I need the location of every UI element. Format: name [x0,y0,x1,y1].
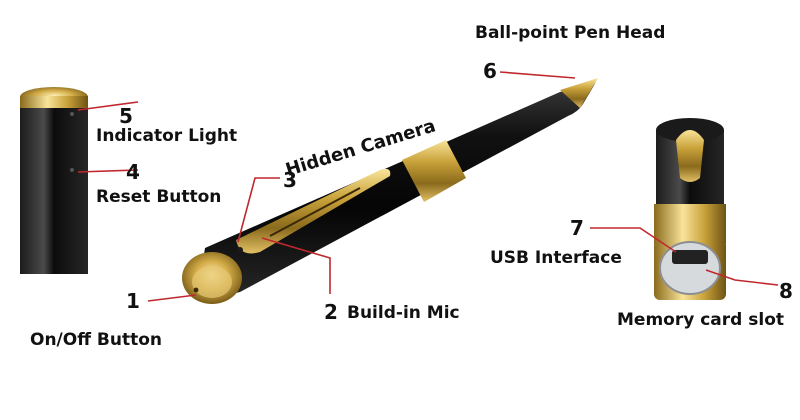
callout-7-label: USB Interface [490,248,622,268]
callout-4-number: 4 [126,160,140,184]
usb-port [672,250,708,264]
leader-3 [237,177,280,243]
callout-5-number: 5 [119,104,133,128]
gold-band [402,140,466,202]
callout-1-number: 1 [126,289,140,313]
barrel-closeup [20,87,88,274]
callout-6-label: Ball-point Pen Head [475,23,666,43]
callout-8-label: Memory card slot [617,310,784,330]
leader-6 [499,71,576,79]
leader-1 [147,294,197,302]
callout-6-number: 6 [483,59,497,83]
camera-lens [237,247,243,253]
callout-7-number: 7 [570,216,584,240]
callout-8-number: 8 [779,279,793,303]
callout-3-number: 3 [283,168,297,192]
leader-2 [261,237,331,294]
reset-button-dot [70,168,74,172]
pen-tip [560,78,598,108]
leader-5 [77,101,139,111]
indicator-light-dot [70,112,74,116]
leader-lines [77,71,779,302]
leader-7 [590,227,677,253]
leader-8 [705,269,779,286]
callout-2-number: 2 [324,300,338,324]
callout-4-label: Reset Button [96,187,222,207]
pen-body [182,78,598,304]
pen-clip [236,168,391,254]
callout-1-label: On/Off Button [30,330,162,350]
callout-2-label: Build-in Mic [347,303,460,323]
leader-4 [77,169,139,173]
callout-5-label: Indicator Light [96,126,238,146]
on-off-button [193,287,199,293]
usb-closeup [654,118,726,300]
